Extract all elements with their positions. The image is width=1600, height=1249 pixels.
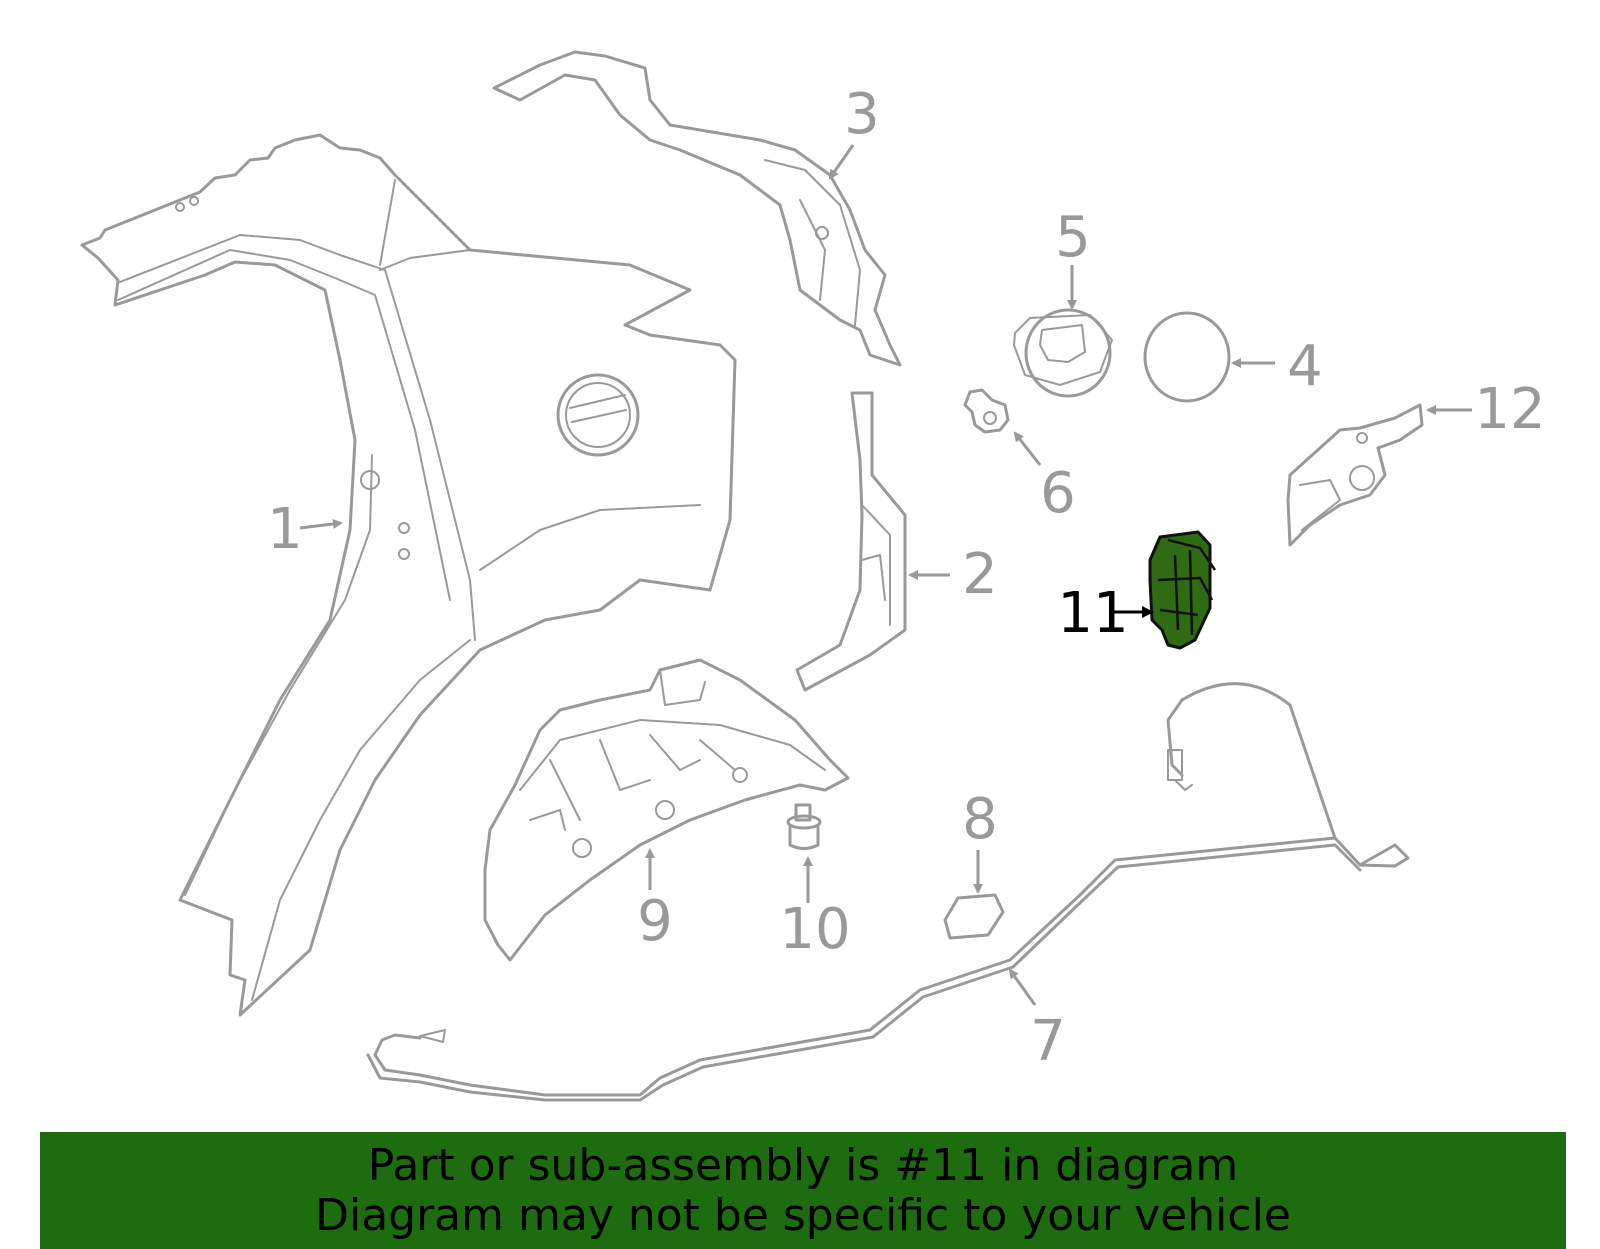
callout-4: 4 — [1287, 334, 1323, 399]
part-8-clip — [943, 893, 1005, 940]
part-11-highlighted — [1148, 530, 1217, 650]
part-5-filler-housing — [1013, 308, 1113, 398]
part-9-wheel-liner — [483, 658, 850, 962]
callout-7: 7 — [1030, 1009, 1066, 1074]
callout-11: 11 — [1057, 581, 1128, 646]
callout-1: 1 — [267, 497, 303, 562]
callout-9: 9 — [637, 889, 673, 954]
part-4-ring — [1143, 311, 1231, 403]
leader-3 — [828, 144, 855, 180]
part-10-push-pin — [786, 803, 822, 850]
banner-line-1: Part or sub-assembly is #11 in diagram — [367, 1139, 1239, 1191]
callout-labels: 1 2 3 4 5 6 7 8 9 10 11 12 — [267, 82, 1545, 1074]
leader-7 — [1008, 968, 1037, 1006]
callout-6: 6 — [1040, 461, 1076, 526]
info-banner: Part or sub-assembly is #11 in diagram D… — [40, 1132, 1566, 1249]
callout-2: 2 — [962, 542, 998, 607]
callout-5: 5 — [1055, 205, 1091, 270]
leader-1 — [299, 519, 343, 530]
part-1-quarter-panel — [80, 133, 737, 1017]
banner-line-2: Diagram may not be specific to your vehi… — [315, 1189, 1291, 1241]
leader-6 — [1013, 431, 1042, 466]
callout-8: 8 — [962, 787, 998, 852]
part-6-bolt — [963, 388, 1010, 434]
callout-10: 10 — [779, 897, 850, 962]
part-2-trim-strip — [795, 391, 907, 692]
part-7-release-cable — [366, 682, 1410, 1102]
callout-3: 3 — [844, 82, 880, 147]
leader-lines — [299, 144, 1472, 1006]
part-12-bracket — [1286, 403, 1424, 547]
part-3-reinforcement — [492, 50, 902, 367]
callout-12: 12 — [1474, 377, 1545, 442]
